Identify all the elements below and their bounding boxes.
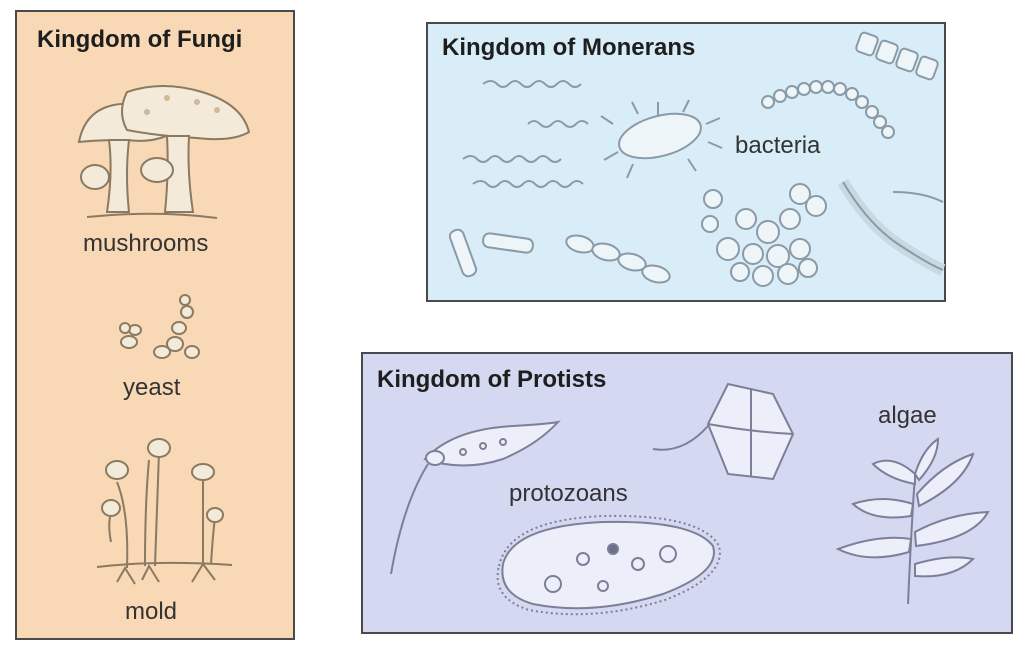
fungi-panel: Kingdom of Fungi bbox=[15, 10, 295, 640]
yeast-icon bbox=[119, 294, 200, 359]
bacteria-icon bbox=[448, 31, 946, 287]
yeast-label: yeast bbox=[123, 374, 181, 401]
protists-illustrations bbox=[390, 382, 990, 616]
bacteria-label: bacteria bbox=[735, 132, 821, 159]
monerans-illustrations bbox=[448, 31, 946, 287]
mold-icon bbox=[96, 438, 233, 585]
protozoan-icon bbox=[390, 420, 561, 575]
mushrooms-label: mushrooms bbox=[83, 230, 209, 257]
monerans-title: Kingdom of Monerans bbox=[442, 34, 696, 61]
mold-label: mold bbox=[125, 598, 178, 625]
monerans-panel: Kingdom of Monerans bbox=[426, 22, 946, 302]
protists-panel: Kingdom of Protists bbox=[361, 352, 1013, 634]
algae-label: algae bbox=[878, 402, 937, 429]
protozoans-label: protozoans bbox=[509, 480, 628, 507]
algae-icon bbox=[835, 437, 990, 605]
fungi-title: Kingdom of Fungi bbox=[37, 26, 243, 53]
mushroom-icon bbox=[77, 85, 251, 219]
protists-title: Kingdom of Protists bbox=[377, 366, 607, 393]
protozoan-icon bbox=[496, 514, 721, 616]
protozoan-icon bbox=[652, 382, 795, 481]
fungi-illustrations bbox=[77, 85, 251, 585]
